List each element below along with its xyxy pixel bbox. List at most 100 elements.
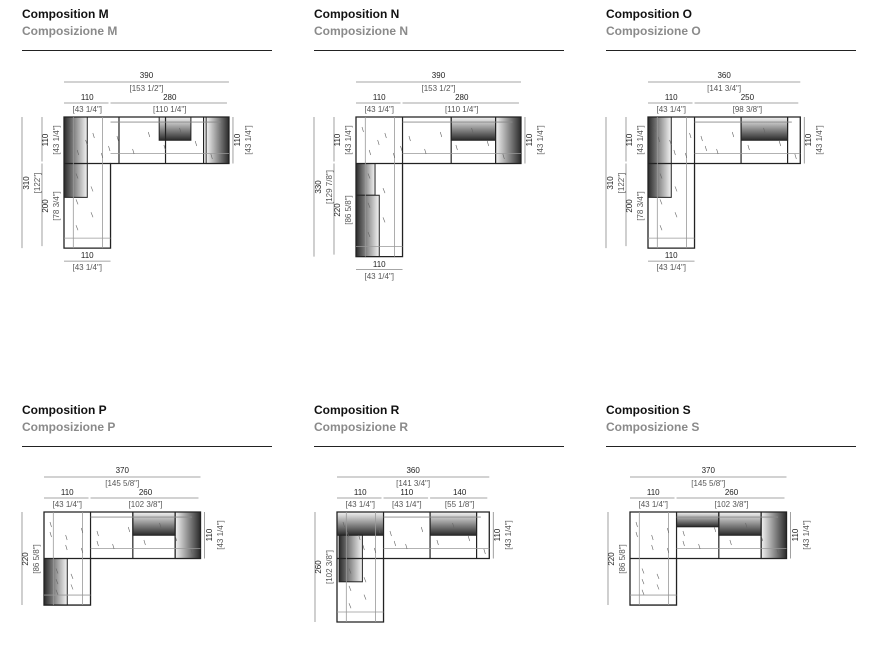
fabric-crease [384,132,387,139]
left-total-cm: 260 [314,560,323,574]
right-depth-inches: [43 1/4"] [215,520,225,551]
sofa-outline [629,511,788,606]
fabric-crease [127,526,131,533]
left-segment-inches: [78 3/4"] [636,191,645,221]
left-total-inches: [102 3/8"] [325,549,334,584]
divider [606,446,856,447]
composition-subtitle: Composizione M [22,24,118,38]
fabric-crease [116,135,119,142]
fabric-crease [163,144,166,151]
right-depth-inches: [43 1/4"] [243,125,253,156]
fabric-crease [374,547,377,554]
left-total-cm: 330 [314,180,323,194]
fabric-crease [651,534,654,541]
fabric-crease [69,126,72,133]
backrest-shading [740,116,789,141]
fabric-crease [682,530,685,537]
fabric-crease [65,534,68,541]
fabric-crease [65,544,68,551]
backrest-shading [158,116,192,141]
fabric-crease [436,539,439,546]
fabric-crease [424,148,427,155]
fabric-crease [673,149,676,156]
sofa-plan-diagram [607,476,791,606]
backrest-shading [676,511,720,528]
fabric-crease [486,140,489,147]
top-segment-inches: [110 1/4"] [445,105,479,114]
left-segment-cm: 200 [41,199,50,213]
fabric-crease [731,131,735,138]
fabric-crease [55,568,59,574]
fabric-crease [362,544,365,551]
backrest-shading [63,163,88,198]
fabric-crease [674,212,678,218]
fabric-crease [729,539,732,546]
fabric-crease [147,131,151,138]
backrest-shading [63,116,88,165]
right-depth-cm: 110 [524,133,534,147]
backrest-shading [355,194,380,258]
fabric-crease [367,231,371,238]
fabric-crease [382,188,386,194]
sofa-plan-diagram [21,81,234,262]
backrest-shading [450,116,497,141]
fabric-crease [368,149,371,156]
top-total-cm: 360 [406,466,420,475]
fabric-crease [210,153,213,160]
left-segment-inches: [43 1/4"] [636,125,645,156]
top-segment-inches: [43 1/4"] [656,105,687,114]
top-segment-cm: 110 [80,93,94,102]
fabric-crease [439,131,443,138]
right-depth-inches: [43 1/4"] [535,125,545,156]
fabric-crease [132,148,135,155]
top-segment-cm: 260 [138,488,153,497]
fabric-crease [641,589,645,595]
left-segment-inches: [43 1/4"] [52,125,61,156]
fabric-crease [108,145,111,152]
fabric-crease [794,153,797,160]
left-segment-cm: 110 [625,133,634,147]
fabric-crease [90,212,94,218]
sofa-plan-diagram [21,476,205,606]
backrest-shading [174,511,202,560]
fabric-crease [452,522,455,529]
top-segment-inches: [102 3/8"] [714,500,749,509]
fabric-crease [656,584,660,590]
right-depth-cm: 110 [204,528,214,542]
fabric-crease [669,139,672,146]
top-segment-cm: 140 [452,488,467,497]
fabric-crease [653,126,656,133]
fabric-crease [657,136,661,143]
right-depth-inches: [43 1/4"] [815,125,825,156]
composition-title: Composition N [314,7,400,21]
fabric-crease [467,535,470,542]
top-total-cm: 370 [701,466,715,475]
top-total-inches: [141 3/4"] [396,479,431,488]
top-total-inches: [145 5/8"] [691,479,726,488]
right-depth-inches: [43 1/4"] [801,520,811,551]
top-total-cm: 370 [115,466,129,475]
fabric-crease [704,145,707,152]
composition-title: Composition R [314,403,400,417]
top-total-inches: [153 1/2"] [129,84,164,93]
fabric-crease [455,144,458,151]
composition-subtitle: Composizione S [606,420,700,434]
left-segment-cm: 110 [333,133,342,147]
fabric-crease [70,573,74,579]
fabric-crease [174,535,177,542]
fabric-crease [393,540,396,547]
fabric-crease [348,603,352,609]
fabric-crease [641,568,645,574]
bottom-width-inches: [43 1/4"] [72,263,103,273]
fabric-crease [179,127,182,134]
top-segment-inches: [43 1/4"] [638,500,669,509]
fabric-crease [96,540,99,547]
top-segment-inches: [43 1/4"] [364,105,395,114]
fabric-crease [656,573,660,579]
fabric-crease [348,568,352,574]
backrest-shading [336,511,385,536]
fabric-crease [55,579,59,585]
top-total-cm: 390 [139,71,154,80]
backrest-shading [647,116,672,165]
fabric-crease [483,548,486,555]
